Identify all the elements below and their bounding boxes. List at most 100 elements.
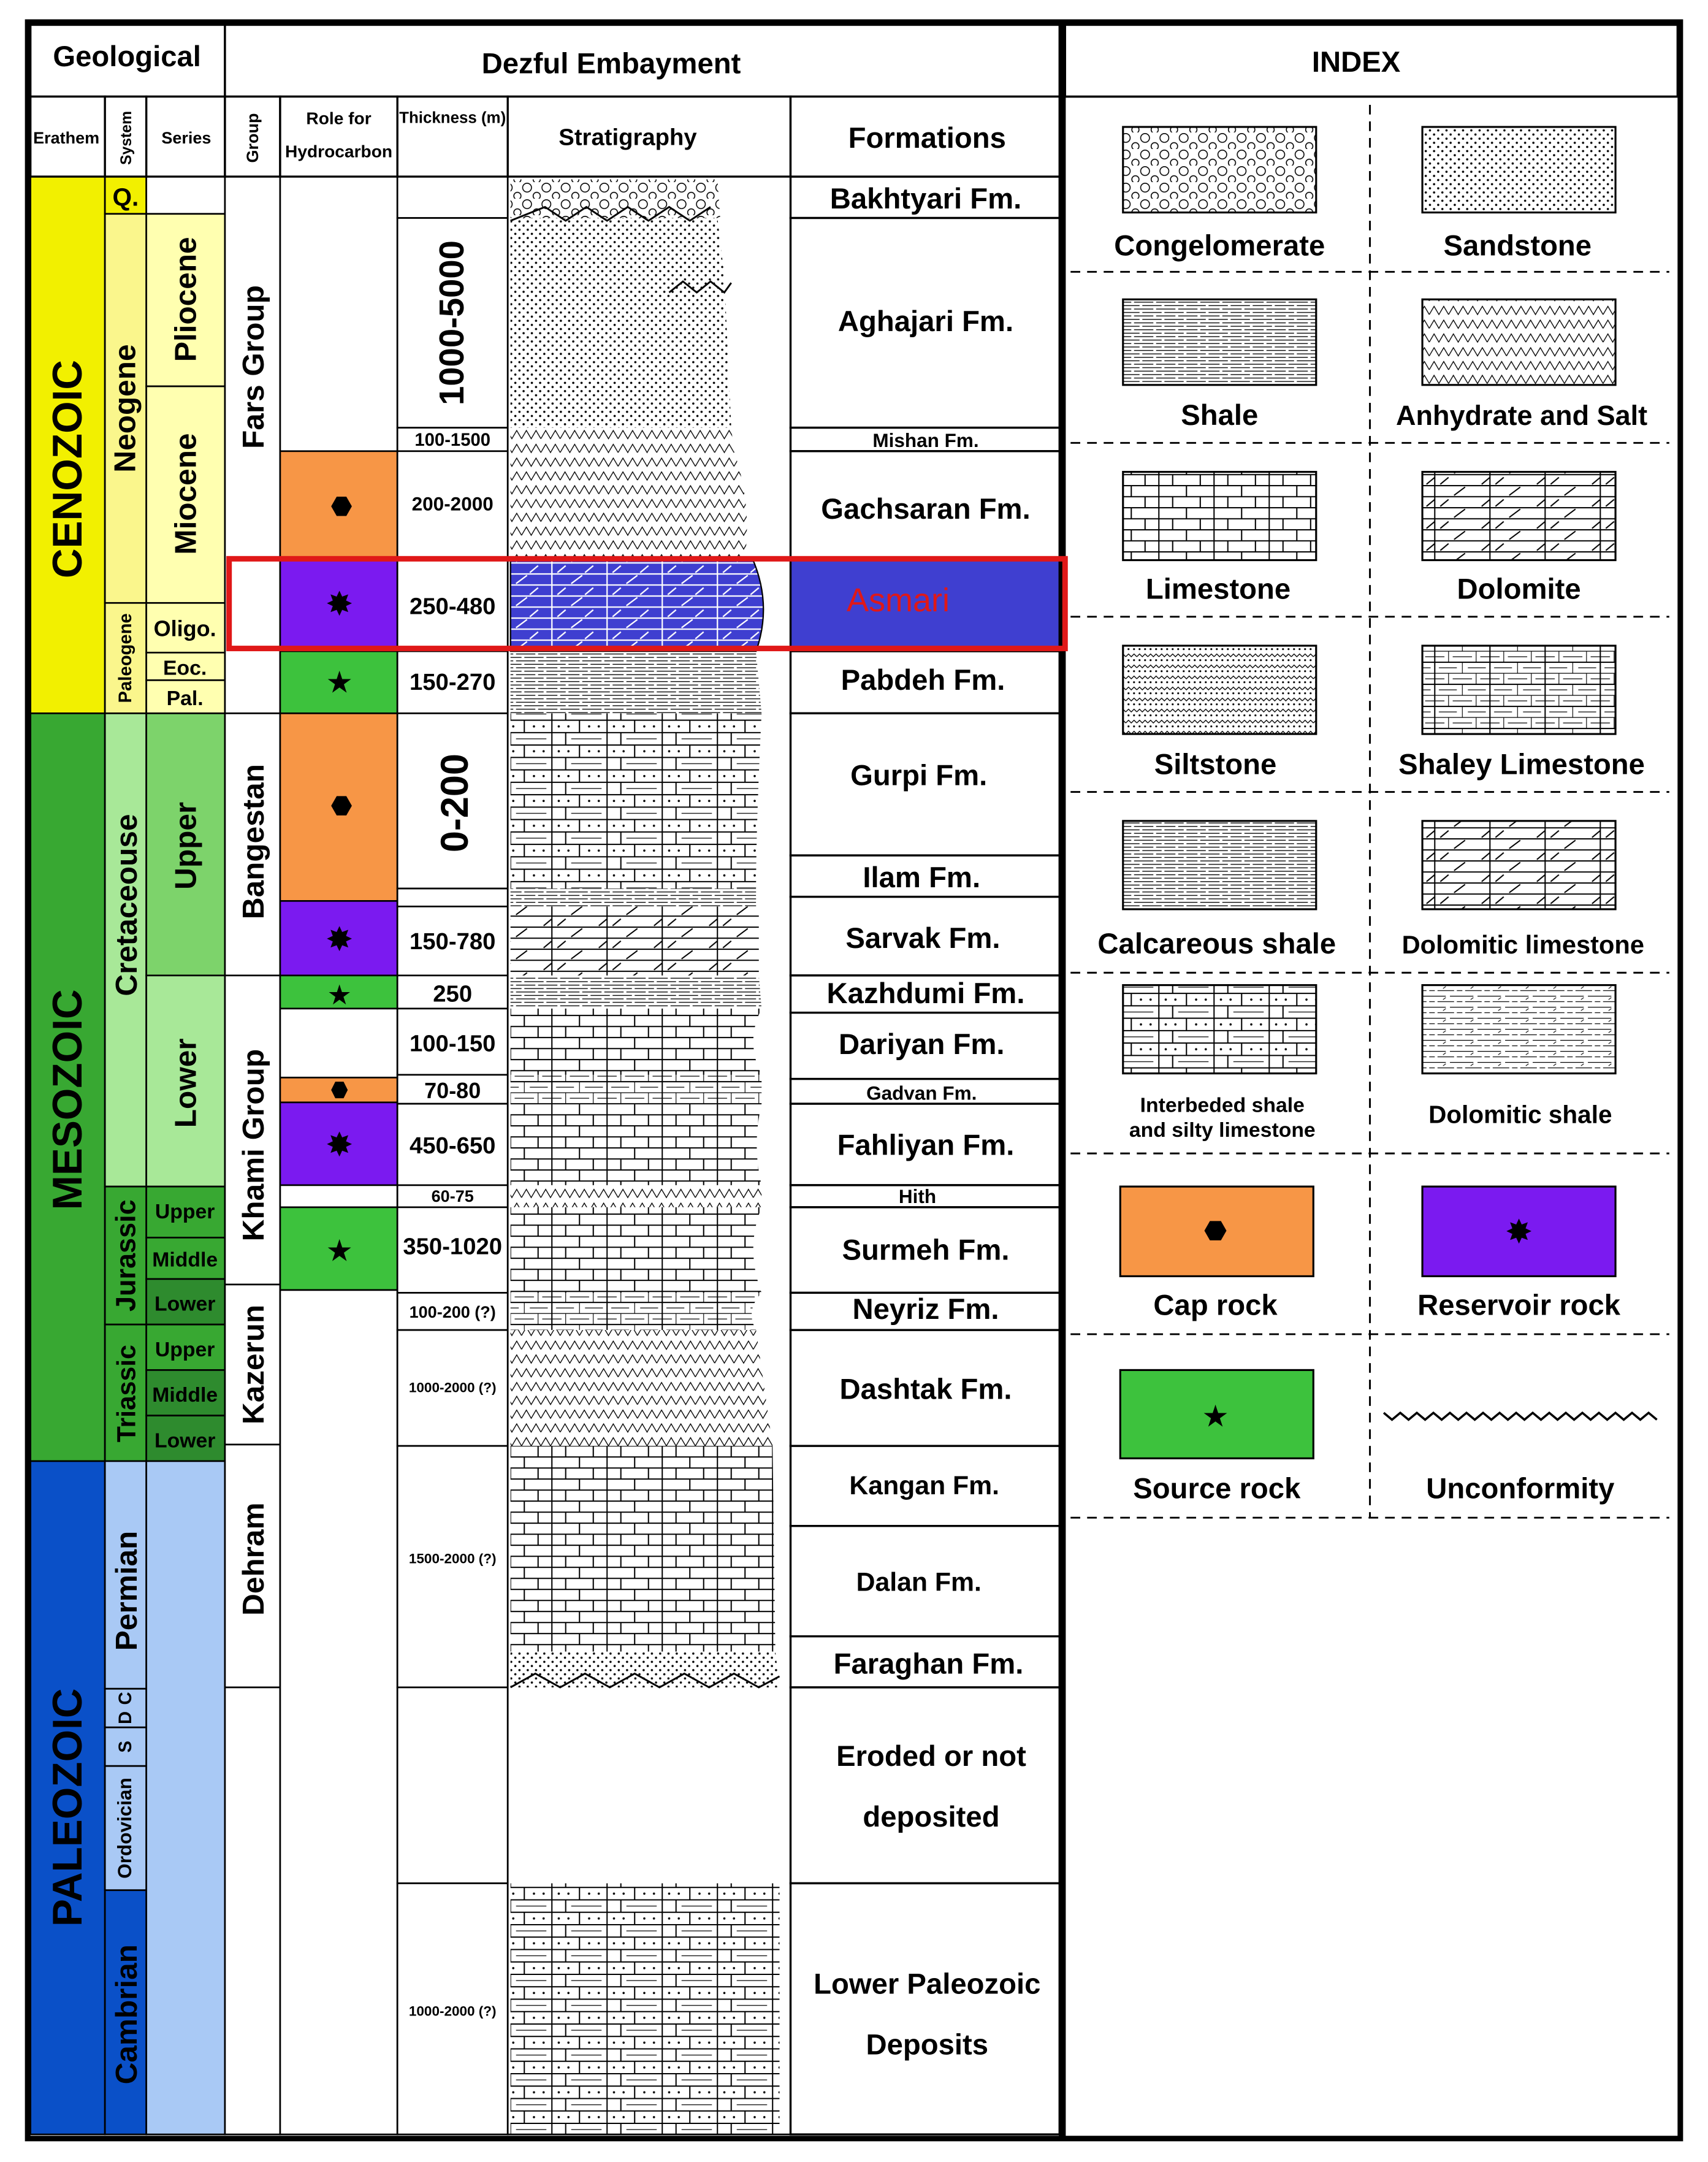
series-column bbox=[145, 175, 226, 2136]
series-jurassic-upper-label: Upper bbox=[155, 1200, 215, 1223]
group-fars-label: Fars Group bbox=[237, 285, 270, 449]
legend-swatch-reservoir-rock bbox=[1421, 1185, 1617, 1277]
group-khami-label: Khami Group bbox=[237, 1049, 270, 1242]
formation-lower-paleozoic-line2: Deposits bbox=[866, 2028, 988, 2061]
series-triassic-middle-label: Middle bbox=[152, 1383, 218, 1407]
header-basin: Dezful Embayment bbox=[482, 47, 741, 80]
erathem-paleozoic-label: PALEOZOIC bbox=[45, 1688, 91, 1927]
legend-label-interbeded-shale-line2: and silty limestone bbox=[1129, 1118, 1316, 1142]
thickness-asmari: 250-480 bbox=[410, 593, 495, 619]
legend-swatch-anhydrate-salt bbox=[1421, 298, 1617, 386]
formation-asmari: Asmari bbox=[847, 582, 950, 619]
stratigraphy-column bbox=[506, 175, 791, 2136]
thickness-sarvak: 150-780 bbox=[410, 928, 495, 955]
system-triassic-label: Triassic bbox=[112, 1345, 142, 1442]
formation-faraghan: Faraghan Fm. bbox=[834, 1648, 1024, 1680]
header-geological: Geological bbox=[53, 40, 201, 73]
legend-swatch-interbeded-shale bbox=[1122, 984, 1317, 1075]
thickness-kazhdumi: 250 bbox=[433, 981, 472, 1007]
erathem-cenozoic-label: CENOZOIC bbox=[45, 360, 91, 578]
role-symbols: ✸ ✸ ✸ ★ ★ ★ bbox=[326, 497, 353, 1268]
formation-sarvak: Sarvak Fm. bbox=[845, 922, 1000, 955]
thickness-dehram: 1500-2000 (?) bbox=[409, 1551, 497, 1566]
system-permian-label: Permian bbox=[110, 1531, 143, 1651]
formation-eroded-line2: deposited bbox=[863, 1801, 999, 1833]
formation-dashtak: Dashtak Fm. bbox=[840, 1373, 1012, 1406]
reservoir-rock-symbol: ✸ bbox=[326, 586, 353, 623]
system-paleogene-label: Paleogene bbox=[116, 613, 135, 703]
system-column bbox=[104, 175, 148, 2136]
header-system: System bbox=[118, 111, 135, 165]
group-dehram-label: Dehram bbox=[237, 1503, 270, 1616]
legend-swatch-limestone bbox=[1122, 470, 1317, 562]
erathem-mesozoic-label: MESOZOIC bbox=[45, 989, 91, 1210]
formation-bakhtyari: Bakhtyari Fm. bbox=[830, 183, 1021, 215]
erathem-column bbox=[29, 175, 106, 2136]
system-cretaceous-label: Cretaceouse bbox=[110, 814, 143, 996]
formation-hith: Hith bbox=[899, 1185, 936, 1207]
formation-gachsaran: Gachsaran Fm. bbox=[821, 493, 1030, 525]
formation-gurpi: Gurpi Fm. bbox=[850, 759, 987, 792]
asmari-highlight-box bbox=[226, 556, 1068, 652]
header-stratigraphy: Stratigraphy bbox=[559, 124, 697, 150]
header-series: Series bbox=[161, 129, 211, 147]
header-thickness: Thickness (m) bbox=[399, 110, 506, 128]
legend-label-dolomite: Dolomite bbox=[1457, 573, 1581, 606]
cap-rock-symbol bbox=[331, 1082, 348, 1099]
legend-label-cap-rock: Cap rock bbox=[1153, 1289, 1278, 1321]
series-cretaceous-upper-label: Upper bbox=[169, 802, 203, 890]
source-rock-symbol: ★ bbox=[1202, 1400, 1229, 1434]
legend-label-dolomitic-shale: Dolomitic shale bbox=[1428, 1101, 1612, 1129]
legend: ✸ ★ Congelomerate Sandstone Shale Anhydr… bbox=[1070, 105, 1669, 1519]
legend-swatch-sandstone bbox=[1421, 126, 1617, 214]
series-triassic-upper-label: Upper bbox=[155, 1338, 215, 1361]
formation-lower-paleozoic-line1: Lower Paleozoic bbox=[814, 1968, 1040, 2000]
legend-label-anhydrate-salt: Anhydrate and Salt bbox=[1396, 400, 1647, 431]
group-kazerun-label: Kazerun bbox=[237, 1305, 270, 1424]
header-erathem: Erathem bbox=[33, 129, 99, 147]
series-cretaceous-lower-label: Lower bbox=[169, 1038, 203, 1128]
header-grid bbox=[29, 23, 1679, 178]
erathem-mesozoic-band bbox=[29, 712, 106, 1462]
legend-label-siltstone: Siltstone bbox=[1154, 748, 1277, 781]
system-silurian-label: S bbox=[116, 1741, 135, 1753]
source-rock-symbol: ★ bbox=[326, 666, 353, 700]
source-rock-symbol: ★ bbox=[326, 1234, 353, 1268]
formation-eroded-line1: Eroded or not bbox=[836, 1740, 1026, 1773]
reservoir-rock-symbol: ✸ bbox=[326, 1127, 353, 1164]
thickness-neyriz: 100-200 (?) bbox=[410, 1303, 496, 1321]
erathem-cenozoic-band bbox=[29, 175, 106, 714]
formation-pabdeh: Pabdeh Fm. bbox=[841, 664, 1005, 697]
series-pliocene-label: Pliocene bbox=[169, 237, 203, 362]
formation-gadvan: Gadvan Fm. bbox=[866, 1082, 977, 1104]
thickness-surmeh: 350-1020 bbox=[403, 1233, 502, 1259]
formation-kangan: Kangan Fm. bbox=[849, 1471, 999, 1500]
thickness-dariyan: 100-150 bbox=[410, 1031, 495, 1057]
header-role: Role for Hydrocarbon bbox=[285, 109, 393, 162]
group-bangestan-label: Bangestan bbox=[237, 764, 270, 919]
legend-swatch-calcareous-shale bbox=[1122, 820, 1317, 911]
legend-swatch-shaley-limestone bbox=[1421, 644, 1617, 735]
header-formations: Formations bbox=[848, 122, 1006, 155]
legend-label-limestone: Limestone bbox=[1146, 573, 1291, 606]
legend-label-dolomitic-limestone: Dolomitic limestone bbox=[1402, 930, 1644, 959]
formation-neyriz: Neyriz Fm. bbox=[853, 1293, 999, 1326]
legend-swatch-source-rock bbox=[1119, 1369, 1314, 1459]
legend-label-shaley-limestone: Shaley Limestone bbox=[1398, 748, 1645, 781]
series-eocene-label: Eoc. bbox=[163, 656, 207, 679]
series-miocene-label: Miocene bbox=[169, 434, 203, 555]
formation-aghajari: Aghajari Fm. bbox=[838, 305, 1013, 338]
system-jurassic-label: Jurassic bbox=[110, 1199, 142, 1312]
legend-label-shale: Shale bbox=[1181, 399, 1258, 432]
cap-rock-symbol bbox=[331, 796, 352, 816]
thickness-gadvan: 70-80 bbox=[424, 1078, 481, 1103]
role-column bbox=[279, 175, 398, 2136]
header-index: INDEX bbox=[1312, 46, 1401, 78]
thickness-pabdeh: 150-270 bbox=[410, 669, 495, 695]
legend-label-interbeded-shale-line1: Interbeded shale bbox=[1140, 1094, 1305, 1117]
system-devonian-label: D bbox=[116, 1711, 135, 1724]
header-group: Group bbox=[243, 113, 262, 163]
legend-swatch-siltstone bbox=[1122, 644, 1317, 735]
thickness-lower-paleozoic: 1000-2000 (?) bbox=[409, 2003, 497, 2019]
